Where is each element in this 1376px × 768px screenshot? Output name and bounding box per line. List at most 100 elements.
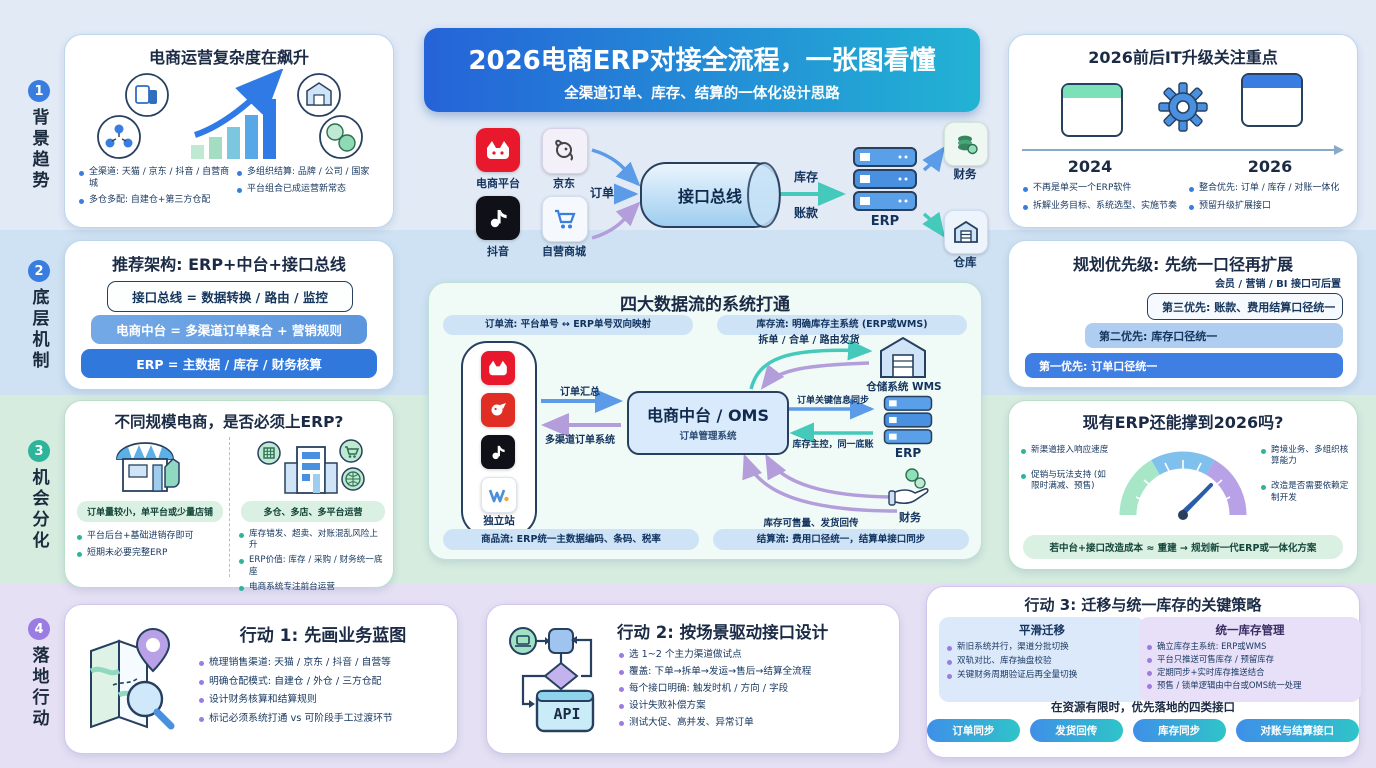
bullet: 每个接口明确: 触发时机 / 方向 / 字段 — [619, 683, 891, 695]
bullet: 多组织结算: 品牌 / 公司 / 国家 — [237, 167, 383, 179]
api-label: API — [553, 705, 581, 723]
inventory-title: 统一库存管理 — [1215, 623, 1285, 637]
pdd-icon — [481, 393, 515, 427]
inventory-subpanel: 统一库存管理 确立库存主系统: ERP或WMS 平台只推送可售库存 / 预留库存… — [1139, 617, 1361, 702]
douyin-icon — [476, 196, 520, 240]
interface-pills-row: 订单同步 发货回传 库存同步 对账与结算接口 — [927, 719, 1359, 742]
warehouse-icon — [944, 210, 988, 254]
bullet-text: 明确仓配模式: 自建仓 / 外仓 / 三方仓配 — [209, 675, 382, 687]
panel-title: 现有ERP还能撑到2026吗? — [1082, 413, 1284, 432]
sidebar-section-4: 4 落地行动 — [18, 618, 60, 730]
pill-reconciliation: 对账与结算接口 — [1235, 719, 1359, 742]
arrow-label-order-in: 订单汇总 — [560, 387, 600, 398]
bullet-text: 梳理销售渠道: 天猫 / 京东 / 抖音 / 自营等 — [209, 657, 391, 668]
page-subtitle: 全渠道订单、库存、结算的一体化设计思路 — [564, 86, 840, 102]
bullet-text: 确立库存主系统: ERP或WMS — [1157, 641, 1267, 651]
gauge-icon — [1119, 451, 1247, 520]
bullet-text: 每个接口明确: 触发时机 / 方向 / 字段 — [629, 682, 789, 694]
panel-title: 规划优先级: 先统一口径再扩展 — [1073, 255, 1293, 274]
bullet: 覆盖: 下单→拆单→发运→售后→结算全流程 — [619, 666, 891, 678]
top-flow-diagram: 电商平台 京东 抖音 自营商城 订单 接口总线 库存 账款 — [424, 120, 988, 270]
panel-title: 电商运营复杂度在飙升 — [148, 48, 309, 67]
warehouse-label: 仓库 — [953, 255, 977, 269]
section-number-badge: 3 — [28, 440, 50, 462]
product-flow-pill: 商品流: ERP统一主数据编码、条码、税率 — [443, 529, 699, 550]
action3-footer: 在资源有限时，优先落地的四类接口 — [1051, 700, 1235, 714]
bullet-text: 多仓多配: 自建仓+第三方仓配 — [89, 195, 211, 206]
map-icon — [89, 627, 175, 730]
calendar-2024-icon — [1061, 83, 1123, 137]
bullet: 平台只推送可售库存 / 预留库存 — [1147, 654, 1353, 665]
finance-label: 财务 — [899, 511, 921, 524]
year-2026: 2026 — [1247, 157, 1293, 176]
panel-erp-2026: 现有ERP还能撑到2026吗? 新渠道接入响应速度 促销与玩法支持 (如限时满减… — [1008, 400, 1358, 570]
bus-label: 接口总线 — [677, 187, 742, 206]
migration-subpanel: 平滑迁移 新旧系统并行，渠道分批切换 双轨对比、库存抽盘校验 关键财务周期验证后… — [939, 617, 1145, 702]
arch-layer-bus: 接口总线 = 数据转换 / 路由 / 监控 — [107, 281, 353, 312]
action2-title: 行动 2: 按场景驱动接口设计 — [617, 623, 829, 642]
bullet-text: 平台后台+基础进销存即可 — [87, 531, 194, 541]
erp-server-icon — [881, 395, 935, 449]
arrow-label-erp-back: 库存主控，同一底账 — [792, 440, 874, 450]
section-number-badge: 1 — [28, 80, 50, 102]
panel-title: 四大数据流的系统打通 — [620, 295, 790, 315]
bullet: 标记必须系统打通 vs 可阶段手工过渡环节 — [199, 713, 447, 726]
column-divider — [229, 437, 230, 577]
bullet-text: 设计失败补偿方案 — [629, 699, 706, 711]
priority-level-2: 第二优先: 库存口径统一 — [1085, 323, 1343, 348]
erp-label: ERP — [894, 446, 922, 460]
scale-right-badge: 多仓、多店、多平台运营 — [241, 501, 385, 522]
bullet: 新渠道接入响应速度 — [1021, 445, 1113, 456]
erp-server-icon — [850, 146, 920, 216]
arrow-label-wms: 拆单 / 合单 / 路由发货 — [758, 335, 860, 346]
panel-dataflow: 四大数据流的系统打通 订单流: 平台单号 ↔ ERP单号双向映射 库存流: 明确… — [428, 282, 982, 560]
wms-warehouse-icon — [877, 335, 929, 383]
panel-it-focus: 2026前后IT升级关注重点 2024 2026 不再是单买一个ERP软件 拆解… — [1008, 34, 1358, 228]
store-icon — [116, 442, 180, 492]
bullet-text: 设计财务核算和结算规则 — [209, 694, 317, 706]
pill-inventory-sync: 库存同步 — [1132, 719, 1226, 742]
cart-icon — [542, 196, 588, 242]
bullet: 设计失败补偿方案 — [619, 700, 891, 712]
panel-action-1: 行动 1: 先画业务蓝图 梳理销售渠道: 天猫 / 京东 / 抖音 / 自营等 … — [64, 604, 458, 754]
migration-title: 平滑迁移 — [1019, 623, 1065, 637]
erp-label: ERP — [870, 214, 900, 229]
building-icon — [257, 439, 365, 494]
bullet-text: 选 1~2 个主力渠道做试点 — [629, 649, 742, 660]
platform-label: 抖音 — [487, 245, 509, 258]
bullet: 测试大促、高并发、异常订单 — [619, 717, 891, 729]
arrow-label-erp-sync: 订单关键信息同步 — [796, 396, 869, 406]
finance-label: 财务 — [953, 167, 977, 181]
title-banner: 2026电商ERP对接全流程，一张图看懂 全渠道订单、库存、结算的一体化设计思路 — [424, 28, 980, 112]
panel-scale: 不同规模电商，是否必须上ERP? 订单量较小，单平台或少量店铺 平台后台+基础进… — [64, 400, 394, 592]
panel-architecture: 推荐架构: ERP+中台+接口总线 接口总线 = 数据转换 / 路由 / 监控 … — [64, 240, 394, 390]
arch-layer-middleware: 电商中台 = 多渠道订单聚合 + 营销规则 — [91, 315, 367, 344]
bullet: 全渠道: 天猫 / 京东 / 抖音 / 自营商城 — [79, 167, 231, 190]
sidebar-section-2: 2 底层机制 — [18, 260, 60, 372]
calendar-2026-icon — [1241, 73, 1303, 127]
finance-coins-icon — [944, 122, 988, 166]
bullet-text: 标记必须系统打通 vs 可阶段手工过渡环节 — [209, 713, 393, 725]
arrow-label-finance: 库存可售量、发货回传 — [763, 518, 859, 529]
w-site-icon — [481, 477, 517, 513]
bullet: 定期同步+实时库存推送结合 — [1147, 667, 1353, 678]
bullet: 预留升级扩展接口 — [1189, 201, 1347, 213]
action1-title: 行动 1: 先画业务蓝图 — [239, 626, 407, 646]
douyin-icon — [481, 435, 515, 469]
bullet: 库存错发、超卖、对账混乱风险上升 — [239, 529, 385, 551]
finance-hand-icon — [887, 467, 933, 511]
dataflow-arrows — [541, 339, 898, 513]
bullet: 不再是单买一个ERP软件 — [1023, 183, 1181, 195]
bullet: 设计财务核算和结算规则 — [199, 694, 447, 707]
oms-title: 电商中台 / OMS — [646, 406, 770, 425]
panel-title: 推荐架构: ERP+中台+接口总线 — [112, 255, 346, 274]
platform-label: 京东 — [553, 177, 575, 190]
bullet-text: 库存错发、超卖、对账混乱风险上升 — [249, 529, 378, 551]
platform-label: 电商平台 — [476, 177, 520, 190]
inventory-flow-pill: 库存流: 明确库存主系统 (ERP或WMS) — [717, 315, 967, 335]
order-flow-label: 订单 — [589, 186, 614, 200]
action3-title: 行动 3: 迁移与统一库存的关键策略 — [1024, 596, 1262, 614]
top-flow-arrows — [591, 146, 946, 240]
pill-shipment-return: 发货回传 — [1029, 719, 1123, 742]
section-label: 机会分化 — [28, 468, 49, 552]
